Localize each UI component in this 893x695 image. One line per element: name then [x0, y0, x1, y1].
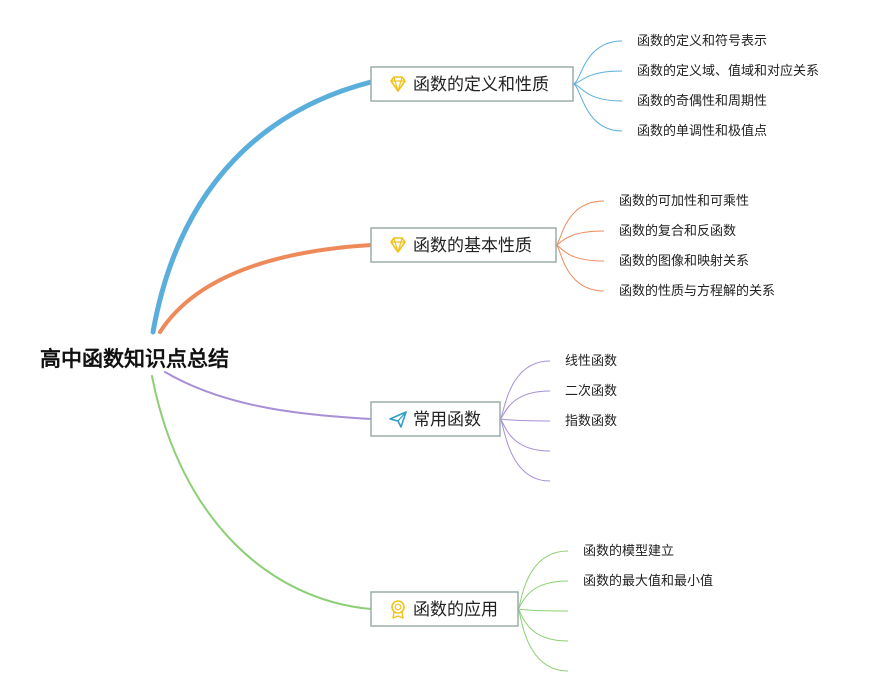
leaf-connector — [499, 418, 551, 452]
leaf-connector — [499, 418, 551, 422]
leaf-topic[interactable]: 函数的定义和符号表示 — [637, 33, 767, 49]
leaf-connector — [572, 83, 623, 102]
leaf-topic[interactable]: 函数的最大值和最小值 — [583, 573, 713, 589]
leaf-connector — [499, 360, 551, 420]
leaf-topic[interactable]: 函数的图像和映射关系 — [619, 253, 749, 269]
diamond-icon — [390, 237, 406, 253]
branch-connector-3 — [164, 371, 372, 420]
branch-node-4[interactable]: 函数的应用 — [370, 591, 519, 627]
leaf-connector — [555, 244, 605, 292]
leaf-connector — [499, 390, 551, 420]
branch-label: 函数的定义和性质 — [413, 75, 549, 95]
branches: 函数的定义和性质 函数的定义和符号表示函数的定义域、值域和对应关系函数的奇偶性和周… — [370, 33, 819, 627]
branch-connector-2 — [158, 243, 373, 334]
diamond-icon — [390, 76, 406, 92]
leaf-topic[interactable]: 函数的可加性和可乘性 — [619, 193, 749, 209]
leaf-connector — [555, 244, 605, 262]
branch-connector-4 — [151, 375, 372, 610]
leaf-connector — [572, 70, 623, 85]
branch-node-2[interactable]: 函数的基本性质 — [370, 227, 557, 263]
branch-label: 函数的应用 — [413, 600, 498, 620]
leaf-connector — [499, 418, 551, 482]
leaf-connector — [517, 580, 569, 610]
leaf-connector — [517, 608, 569, 612]
leaf-connector — [572, 40, 623, 85]
branch-node-3[interactable]: 常用函数 — [370, 401, 501, 437]
leaf-connector — [555, 230, 605, 246]
leaf-connector — [555, 200, 605, 246]
branch-node-1[interactable]: 函数的定义和性质 — [370, 66, 574, 102]
leaf-connector — [517, 550, 569, 610]
branch-box[interactable] — [370, 66, 574, 102]
paper-plane-icon — [389, 411, 407, 428]
branch-box[interactable] — [370, 227, 557, 263]
branch-connector-1 — [150, 79, 374, 335]
leaf-topic[interactable]: 指数函数 — [565, 414, 617, 429]
medal-icon — [391, 600, 405, 619]
leaf-connector — [517, 608, 569, 672]
connectors — [150, 79, 374, 610]
leaf-topic[interactable]: 函数的复合和反函数 — [619, 223, 736, 239]
leaf-topic[interactable]: 函数的单调性和极值点 — [637, 123, 767, 139]
leaf-topic[interactable]: 二次函数 — [565, 383, 617, 399]
leaf-topic[interactable]: 函数的定义域、值域和对应关系 — [637, 63, 819, 79]
branch-label: 函数的基本性质 — [413, 236, 532, 256]
leaf-topic[interactable]: 线性函数 — [565, 354, 617, 369]
leaf-topic[interactable]: 函数的性质与方程解的关系 — [619, 283, 775, 299]
leaf-topic[interactable]: 函数的奇偶性和周期性 — [637, 93, 767, 109]
branch-label: 常用函数 — [413, 410, 481, 430]
root-topic[interactable]: 高中函数知识点总结 — [40, 347, 229, 371]
leaf-topic[interactable]: 函数的模型建立 — [583, 543, 674, 559]
leaf-connector — [572, 83, 623, 132]
leaf-connectors — [499, 40, 623, 672]
